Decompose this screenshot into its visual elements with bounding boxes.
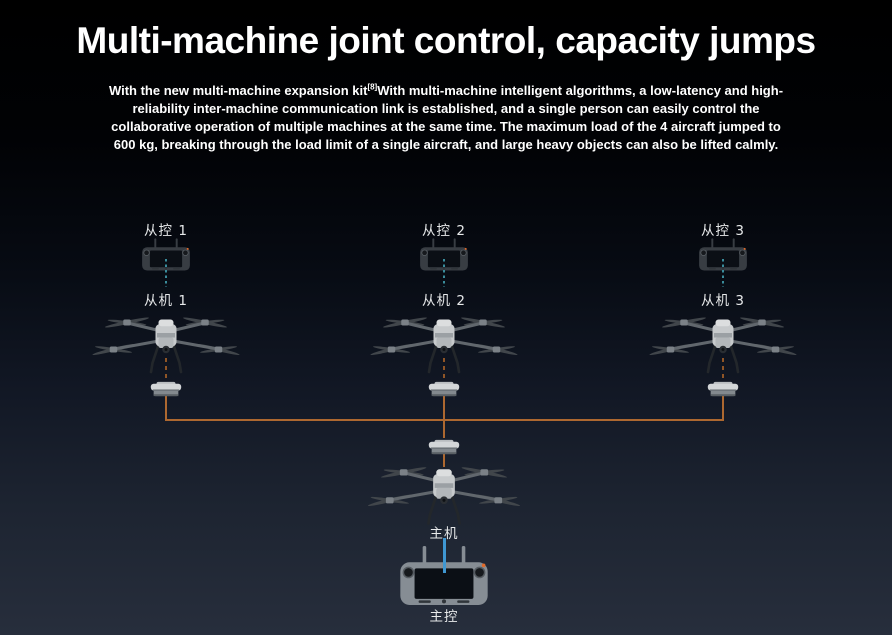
slave-drone-2-label: 从机 2 [422, 293, 466, 309]
slave-drone-icon [369, 303, 519, 378]
expansion-module-icon [149, 379, 184, 398]
slave-controller-2-label: 从控 2 [422, 223, 466, 239]
master-drone-label: 主机 [429, 526, 459, 542]
expansion-module-icon [427, 379, 462, 398]
slave-unit-1: 从控 1 从机 1 [76, 215, 256, 427]
wired-link-dashed [722, 358, 724, 380]
wireless-link-teal [722, 259, 724, 287]
wireless-link-teal [443, 259, 445, 287]
description-text-start: With the new multi-machine expansion kit [108, 83, 368, 98]
slave-drone-icon [648, 303, 798, 378]
slave-drone-1-label: 从机 1 [144, 293, 188, 309]
expansion-module-icon [706, 379, 741, 398]
slave-drone-icon [91, 303, 241, 378]
wired-link [443, 453, 445, 467]
slave-controller-3-label: 从控 3 [701, 223, 745, 239]
slave-unit-2: 从控 2 从机 2 [354, 215, 534, 427]
master-drone-icon [367, 452, 522, 530]
wireless-link-blue [442, 538, 446, 573]
wired-link [443, 419, 445, 438]
wired-link-dashed [165, 358, 167, 380]
wired-link [443, 396, 445, 421]
wireless-link-teal [165, 259, 167, 287]
slave-unit-3: 从控 3 从机 3 [633, 215, 813, 427]
master-unit: 主机 主控 [354, 419, 534, 631]
slave-controller-1-label: 从控 1 [144, 223, 188, 239]
slave-drone-3-label: 从机 3 [701, 293, 745, 309]
wired-link [165, 396, 167, 421]
page-title: Multi-machine joint control, capacity ju… [76, 20, 816, 61]
description-text-end: With multi-machine intelligent algorithm… [111, 83, 784, 152]
master-controller-label: 主控 [429, 609, 459, 625]
wired-link [722, 396, 724, 421]
footnote-ref: [8] [367, 82, 378, 92]
wired-link-dashed [443, 358, 445, 380]
description: With the new multi-machine expansion kit… [106, 82, 786, 154]
